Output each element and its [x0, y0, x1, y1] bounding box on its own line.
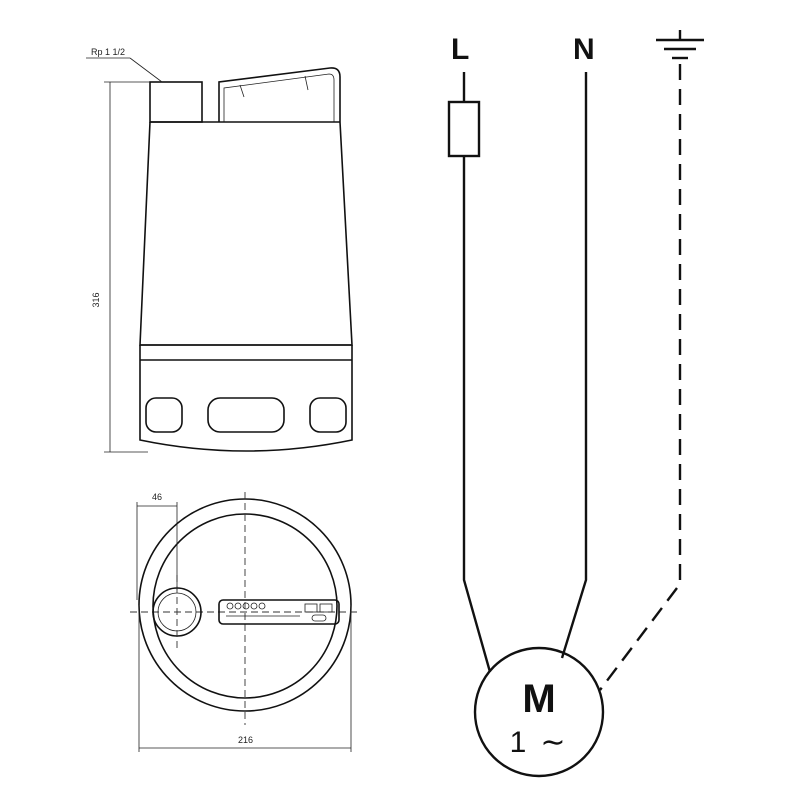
offset-dimension: 46	[136, 492, 178, 600]
wire-ground	[599, 64, 682, 691]
motor-label: M	[522, 677, 555, 721]
height-dimension: 316	[91, 81, 150, 453]
pump-side-view: 316 Rp 1 1/2	[86, 47, 353, 453]
diameter-dimension: 216	[138, 605, 352, 752]
motor-phase-label: 1	[510, 726, 527, 759]
inlet-opening-right	[309, 397, 347, 433]
pump-handle	[218, 67, 341, 122]
pump-body	[139, 121, 353, 346]
inlet-opening-center	[207, 397, 285, 433]
wiring-diagram: L N M 1 ∼	[447, 30, 704, 778]
outlet-connection	[149, 81, 203, 123]
ac-symbol-icon: ∼	[540, 726, 565, 759]
terminal-label-L: L	[451, 33, 469, 66]
offset-dimension-label: 46	[152, 492, 162, 502]
inlet-opening-left	[145, 397, 183, 433]
fuse	[447, 100, 481, 158]
wire-L	[462, 156, 492, 673]
connection-leader: Rp 1 1/2	[86, 47, 163, 83]
handle-top-view	[218, 599, 340, 625]
pump-base	[139, 345, 353, 452]
wire-N	[560, 72, 588, 659]
connection-label: Rp 1 1/2	[91, 47, 125, 57]
earth-ground-icon	[656, 30, 704, 60]
pump-top-view: 46 216	[130, 492, 360, 752]
diameter-dimension-label: 216	[238, 735, 253, 745]
motor-symbol: M 1 ∼	[473, 646, 605, 778]
motor-circle	[473, 646, 605, 778]
height-dimension-label: 316	[91, 292, 101, 307]
terminal-label-N: N	[573, 33, 595, 66]
